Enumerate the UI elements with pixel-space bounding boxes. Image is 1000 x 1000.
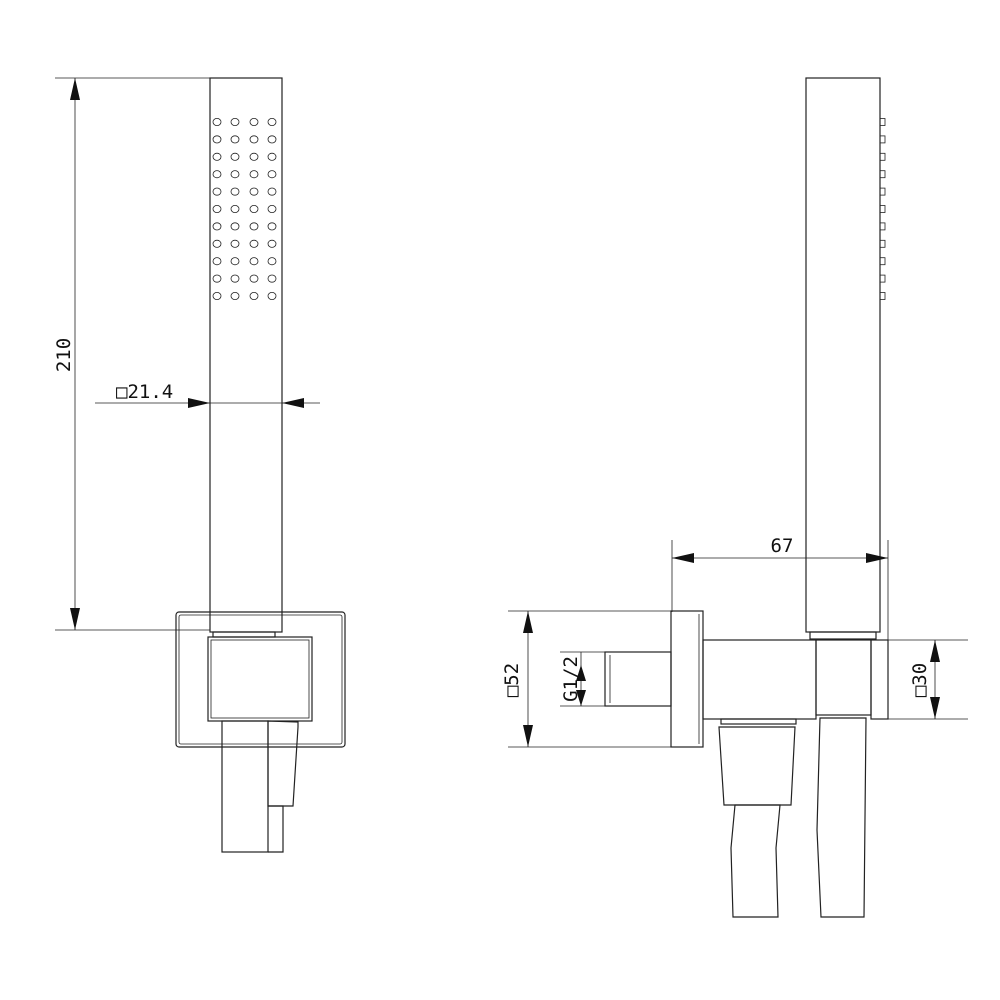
nozzle-icon	[212, 204, 222, 213]
outlet-body	[702, 639, 817, 720]
nozzle-icon	[249, 170, 259, 179]
nozzle-icon	[267, 135, 277, 144]
threaded-inlet	[604, 651, 672, 707]
nozzle-icon	[267, 239, 277, 248]
nozzle-icon	[212, 118, 222, 127]
nozzle-icon	[212, 135, 222, 144]
nozzle-icon	[212, 239, 222, 248]
hose-nut-top	[720, 718, 797, 725]
nozzle-icon	[212, 152, 222, 161]
dimension-handle-section: □21.4	[95, 381, 320, 408]
nozzle-bump	[879, 292, 886, 300]
wall-plate-front	[175, 611, 346, 748]
nozzle-bump	[879, 187, 886, 196]
nozzle-icon	[249, 257, 259, 266]
dimension-thread: G1/2	[560, 651, 605, 707]
nozzle-icon	[230, 135, 240, 144]
nozzle-icon	[267, 257, 277, 266]
nozzle-bump	[879, 152, 886, 161]
nozzle-icon	[267, 118, 277, 127]
nozzle-bump	[879, 170, 886, 179]
side-view: 67 □52 G1/2 □30	[501, 77, 968, 918]
nozzle-icon	[230, 239, 240, 248]
dimension-handle-length: 210	[53, 77, 210, 631]
dimension-label-52: □52	[501, 663, 523, 697]
holder-side	[815, 639, 872, 716]
nozzle-icon	[249, 135, 259, 144]
nozzle-icon	[230, 170, 240, 179]
dimension-label-21-4: □21.4	[116, 381, 173, 403]
hose-cone-connector	[718, 726, 796, 806]
nozzle-grid	[212, 118, 277, 300]
hand-shower-hose	[816, 717, 867, 918]
nozzle-bump	[879, 222, 886, 231]
nozzle-icon	[230, 274, 240, 283]
dimension-wall-plate: □52	[501, 610, 671, 748]
nozzle-icon	[249, 152, 259, 161]
nozzle-bump	[879, 239, 886, 248]
hose-connector-front	[267, 720, 299, 807]
holder-block-front	[207, 636, 313, 722]
nozzle-icon	[249, 239, 259, 248]
nozzle-icon	[267, 291, 277, 300]
nozzle-icon	[212, 257, 222, 266]
outlet-hose	[730, 804, 781, 918]
handle-collar-side	[809, 631, 877, 640]
nozzle-icon	[212, 187, 222, 196]
nozzle-icon	[249, 187, 259, 196]
nozzle-bump	[879, 205, 886, 213]
nozzle-icon	[267, 274, 277, 283]
holder-block-inner	[210, 639, 310, 719]
holder-back	[870, 639, 889, 720]
nozzle-profile	[879, 118, 886, 300]
nozzle-icon	[267, 204, 277, 213]
nozzle-icon	[212, 274, 222, 283]
nozzle-icon	[267, 152, 277, 161]
nozzle-icon	[230, 257, 240, 266]
nozzle-icon	[267, 170, 277, 179]
nozzle-bump	[879, 118, 886, 126]
dimension-label-g1-2: G1/2	[560, 656, 582, 702]
nozzle-icon	[249, 204, 259, 213]
nozzle-icon	[230, 187, 240, 196]
front-view: 210 □21.4	[53, 77, 346, 853]
nozzle-icon	[249, 118, 259, 127]
hand-shower-handle-front	[209, 77, 283, 633]
hose-front	[221, 720, 269, 853]
nozzle-icon	[249, 291, 259, 300]
nozzle-bump	[879, 274, 886, 283]
handle-collar-front	[212, 631, 276, 638]
nozzle-icon	[212, 291, 222, 300]
nozzle-icon	[267, 187, 277, 196]
dimension-outlet-body: □30	[888, 639, 968, 720]
wall-plate-inner-edge	[178, 614, 343, 745]
nozzle-bump	[879, 135, 886, 144]
nozzle-icon	[249, 222, 259, 231]
dimension-label-67: 67	[771, 535, 794, 557]
hand-shower-handle-side	[805, 77, 881, 633]
nozzle-icon	[267, 222, 277, 231]
nozzle-icon	[230, 291, 240, 300]
nozzle-icon	[249, 274, 259, 283]
nozzle-icon	[212, 222, 222, 231]
nozzle-icon	[230, 152, 240, 161]
dimension-label-210: 210	[53, 338, 75, 372]
wall-plate-side	[670, 610, 704, 748]
nozzle-icon	[230, 118, 240, 127]
dimension-label-30: □30	[909, 663, 931, 697]
dimension-projection: 67	[671, 535, 889, 719]
hose-connector-tail	[268, 805, 284, 853]
nozzle-icon	[230, 222, 240, 231]
nozzle-bump	[879, 257, 886, 266]
nozzle-icon	[212, 170, 222, 179]
nozzle-icon	[230, 204, 240, 213]
